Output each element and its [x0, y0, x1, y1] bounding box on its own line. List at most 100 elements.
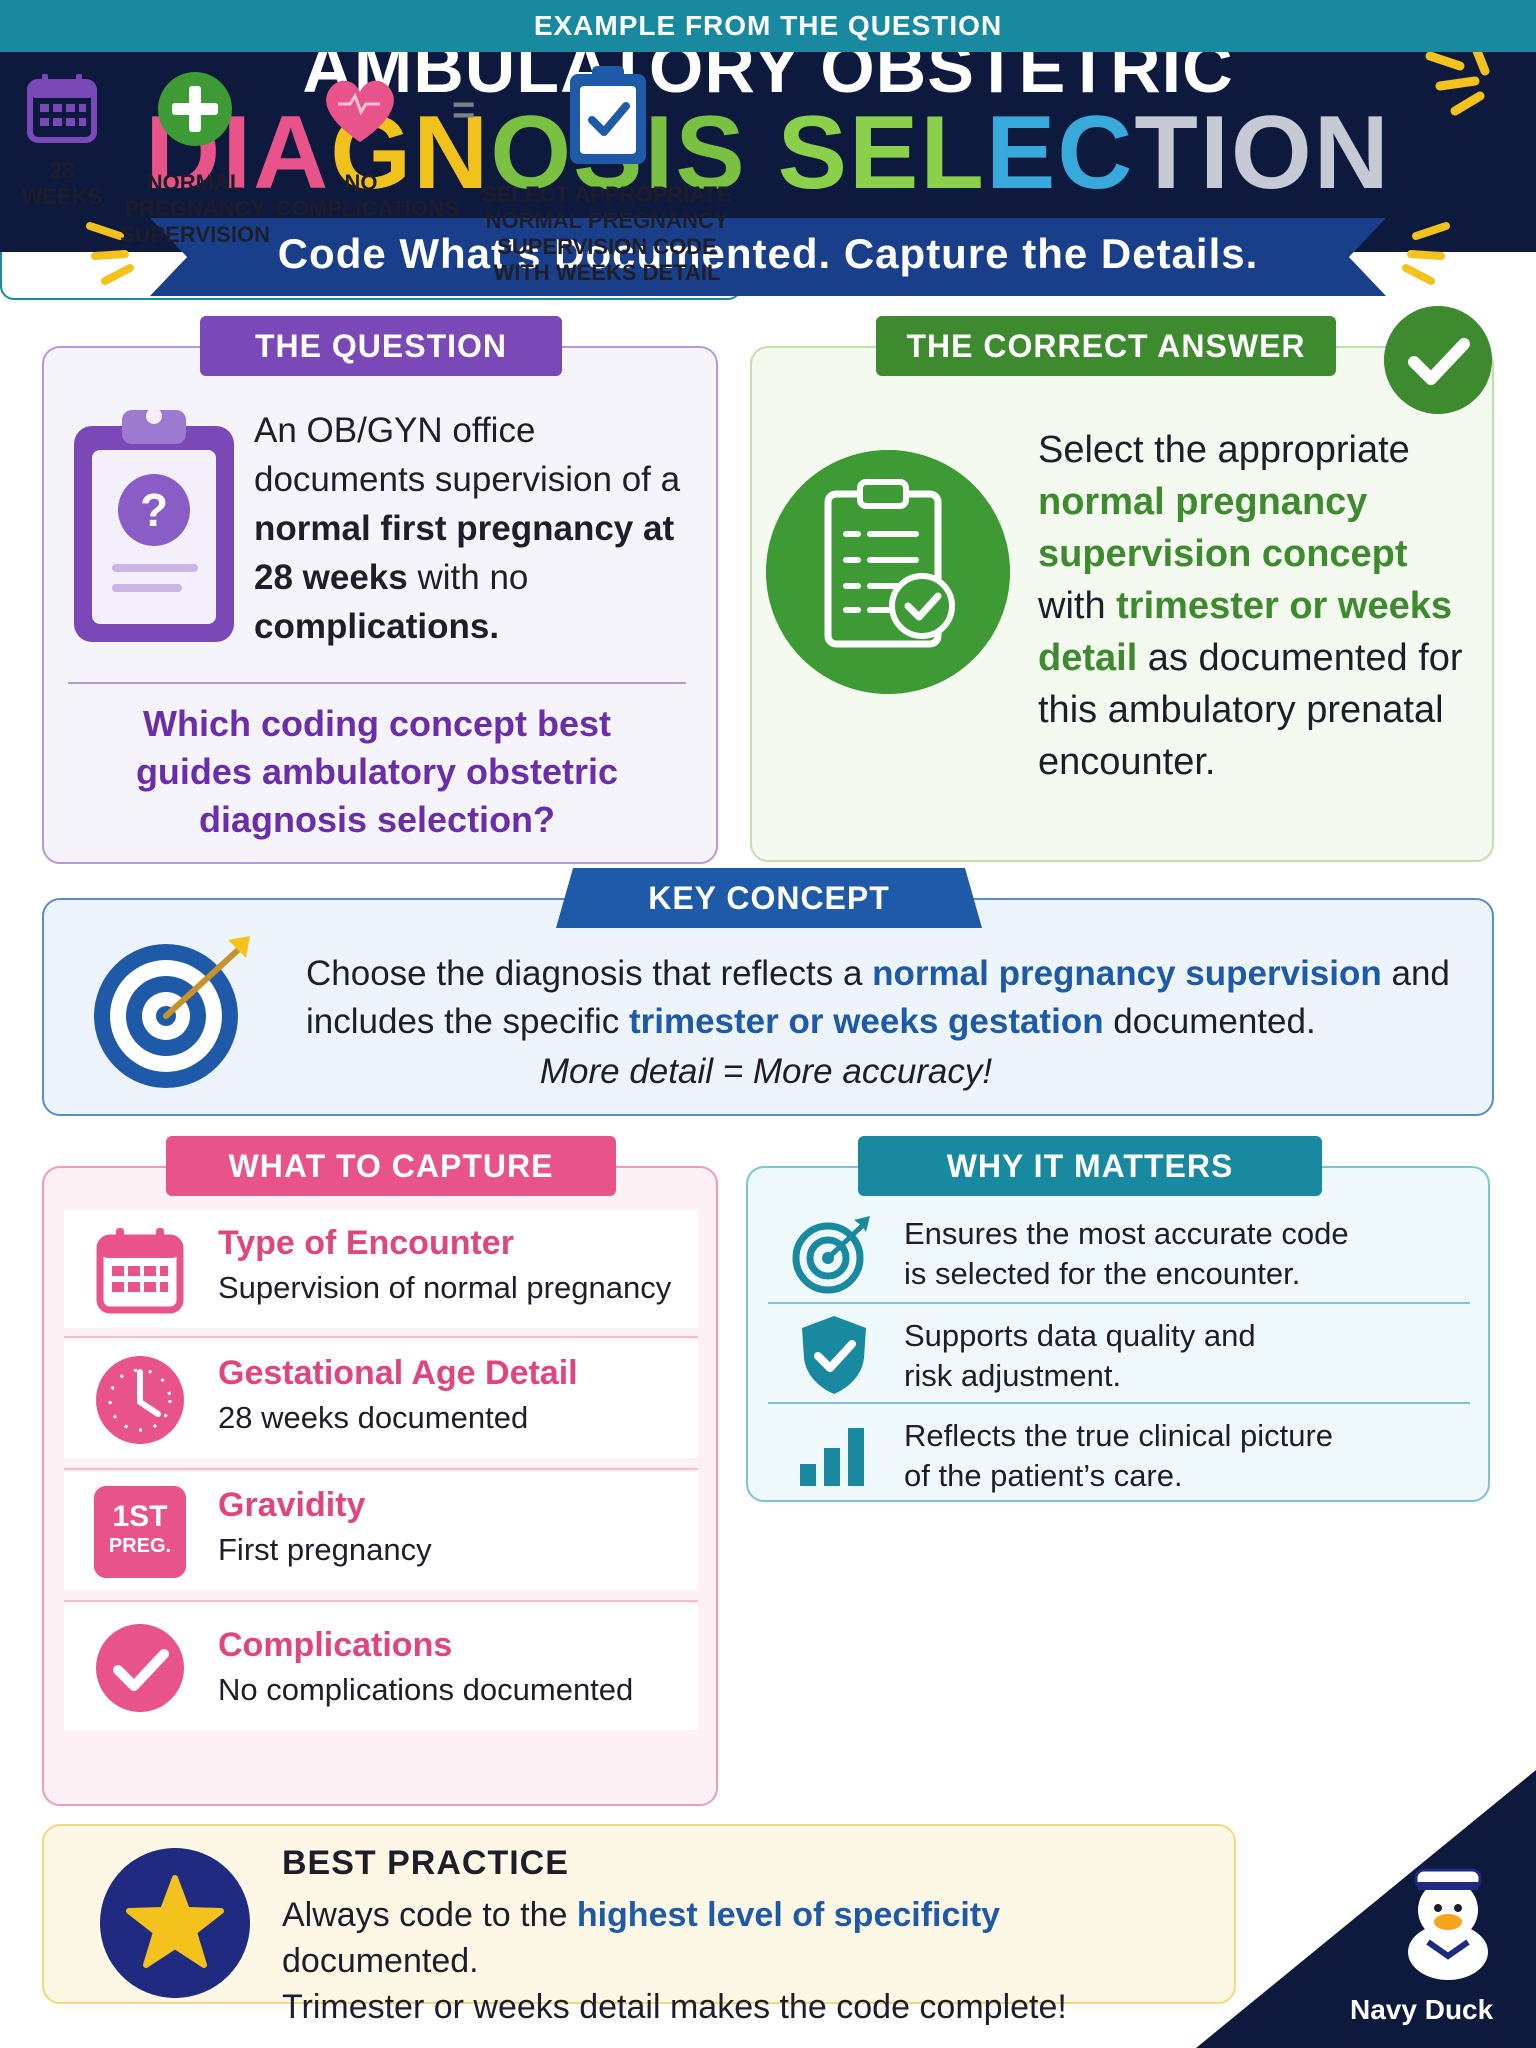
key-text-part: Choose the diagnosis that reflects a	[306, 954, 873, 993]
answer-text-part: normal pregnancy supervision concept	[1038, 481, 1408, 575]
example-label: 28 WEEKS	[10, 158, 114, 210]
question-text-part: with no	[407, 558, 529, 597]
why-item-text: Supports data quality and risk adjustmen…	[904, 1316, 1464, 1396]
why-item-text: Ensures the most accurate code is select…	[904, 1214, 1464, 1294]
example-header: EXAMPLE FROM THE QUESTION	[0, 0, 1536, 52]
divider	[64, 1336, 698, 1338]
calendar-icon	[96, 1228, 184, 1314]
divider	[64, 1600, 698, 1602]
badge-line: 1ST	[112, 1500, 168, 1533]
capture-item-detail: First pregnancy	[218, 1532, 432, 1567]
check-badge-icon	[1384, 306, 1492, 414]
capture-item-gestational-age: Gestational Age Detail 28 weeks document…	[64, 1340, 698, 1458]
capture-item-detail: No complications documented	[218, 1672, 634, 1707]
divider	[68, 682, 686, 684]
example-result-line: SUPERVISION CODE	[497, 234, 717, 259]
key-text-part: normal pregnancy supervision	[872, 954, 1382, 993]
why-line: Reflects the true clinical picture	[904, 1418, 1334, 1453]
question-text-part: An OB/GYN office documents supervision o…	[254, 411, 681, 499]
best-text-part: highest level of specificity	[576, 1896, 1001, 1934]
example-label: NORMAL PREGNANCY SUPERVISION	[120, 170, 270, 248]
best-practice-line: Trimester or weeks detail makes the code…	[282, 1988, 1067, 2026]
why-item-text: Reflects the true clinical picture of th…	[904, 1416, 1464, 1496]
sparkle-icon	[1402, 222, 1450, 285]
answer-text: Select the appropriate normal pregnancy …	[1038, 424, 1468, 788]
why-card	[746, 1166, 1490, 1502]
target-icon	[94, 936, 250, 1088]
clipboard-check-icon	[766, 450, 1010, 694]
why-item-data-quality: Supports data quality and risk adjustmen…	[768, 1306, 1470, 1402]
clock-icon	[96, 1356, 184, 1444]
sparkle-icon	[1425, 41, 1490, 116]
capture-tab: WHAT TO CAPTURE	[166, 1136, 616, 1196]
capture-item-gravidity: 1ST PREG. Gravidity First pregnancy	[64, 1472, 698, 1590]
question-text-part: complications.	[254, 607, 500, 646]
example-result-line: NORMAL PREGNANCY	[485, 208, 729, 233]
subtitle-ribbon	[150, 218, 1386, 296]
key-text-part: documented.	[1103, 1002, 1316, 1041]
question-text: An OB/GYN office documents supervision o…	[254, 406, 694, 651]
example-label-line: NORMAL	[146, 170, 244, 195]
shield-check-icon	[802, 1316, 866, 1394]
best-practice-text: Always code to the highest level of spec…	[282, 1892, 1182, 2030]
capture-item-title: Complications	[218, 1626, 453, 1664]
duck-mascot-icon	[1408, 1868, 1488, 1980]
first-pregnancy-badge-icon: 1ST PREG.	[94, 1486, 186, 1578]
title-part: TION	[1134, 95, 1391, 211]
why-line: Ensures the most accurate code	[904, 1216, 1349, 1251]
badge-line: PREG.	[108, 1535, 172, 1557]
capture-item-detail: 28 weeks documented	[218, 1400, 529, 1435]
divider	[768, 1302, 1470, 1304]
key-concept-text: Choose the diagnosis that reflects a nor…	[306, 950, 1466, 1046]
capture-item-encounter: Type of Encounter Supervision of normal …	[64, 1210, 698, 1328]
example-label-line: NO	[344, 170, 378, 195]
example-label-line: WEEKS	[21, 184, 103, 209]
svg-text:?: ?	[140, 484, 168, 536]
title-part: EC	[985, 95, 1135, 211]
why-item-clinical-picture: Reflects the true clinical picture of th…	[768, 1406, 1470, 1502]
calendar-icon	[27, 74, 97, 143]
capture-item-title: Gravidity	[218, 1486, 366, 1524]
why-line: of the patient’s care.	[904, 1458, 1183, 1493]
why-line: is selected for the encounter.	[904, 1256, 1301, 1291]
why-line: Supports data quality and	[904, 1318, 1256, 1353]
key-text-part: and includes the specific	[306, 954, 1450, 1041]
example-label-line: PREGNANCY	[124, 196, 266, 221]
title-part: SEL	[746, 95, 986, 211]
example-result-line: SELECT APPROPRIATE	[482, 182, 732, 207]
check-circle-icon	[96, 1624, 184, 1712]
clipboard-check-icon	[570, 66, 646, 164]
capture-item-complications: Complications No complications documente…	[64, 1604, 698, 1730]
example-label-line: COMPLICATIONS	[276, 196, 459, 221]
clipboard-question-icon: ?	[74, 408, 234, 642]
heart-icon	[326, 80, 394, 142]
question-prompt: Which coding concept best guides ambulat…	[135, 703, 619, 840]
divider	[768, 1402, 1470, 1404]
example-result: SELECT APPROPRIATE NORMAL PREGNANCY SUPE…	[476, 182, 738, 286]
star-icon	[100, 1848, 250, 1998]
brand-name: Navy Duck	[1350, 1994, 1494, 2025]
question-tab: THE QUESTION	[200, 316, 562, 376]
best-text-part: Always code to the	[282, 1896, 577, 1934]
equals-sign: =	[452, 88, 476, 132]
example-label-line: SUPERVISION	[120, 222, 270, 247]
capture-item-title: Gestational Age Detail	[218, 1354, 578, 1392]
capture-item-title: Type of Encounter	[218, 1224, 514, 1262]
sparkle-icon	[86, 222, 134, 285]
best-text-part: documented.	[282, 1942, 479, 1980]
question-text-part: normal first pregnancy at 28 weeks	[254, 509, 675, 597]
target-icon	[792, 1216, 870, 1294]
capture-item-detail: Supervision of normal pregnancy	[218, 1270, 672, 1305]
key-text-part: trimester or weeks gestation	[628, 1002, 1104, 1041]
best-practice-title: BEST PRACTICE	[282, 1844, 569, 1882]
answer-tab: THE CORRECT ANSWER	[876, 316, 1336, 376]
answer-text-part: trimester or weeks detail	[1038, 585, 1452, 679]
answer-text-part: as documented for this ambulatory prenat…	[1038, 637, 1463, 783]
best-practice-line: Always code to the highest level of spec…	[282, 1892, 1182, 1984]
subtitle: Code What’s Documented. Capture the Deta…	[277, 230, 1259, 277]
example-label-line: 28	[49, 158, 75, 183]
divider	[64, 1468, 698, 1470]
bar-chart-icon	[800, 1428, 864, 1486]
plus-circle-icon	[158, 72, 232, 146]
why-line: risk adjustment.	[904, 1358, 1122, 1393]
